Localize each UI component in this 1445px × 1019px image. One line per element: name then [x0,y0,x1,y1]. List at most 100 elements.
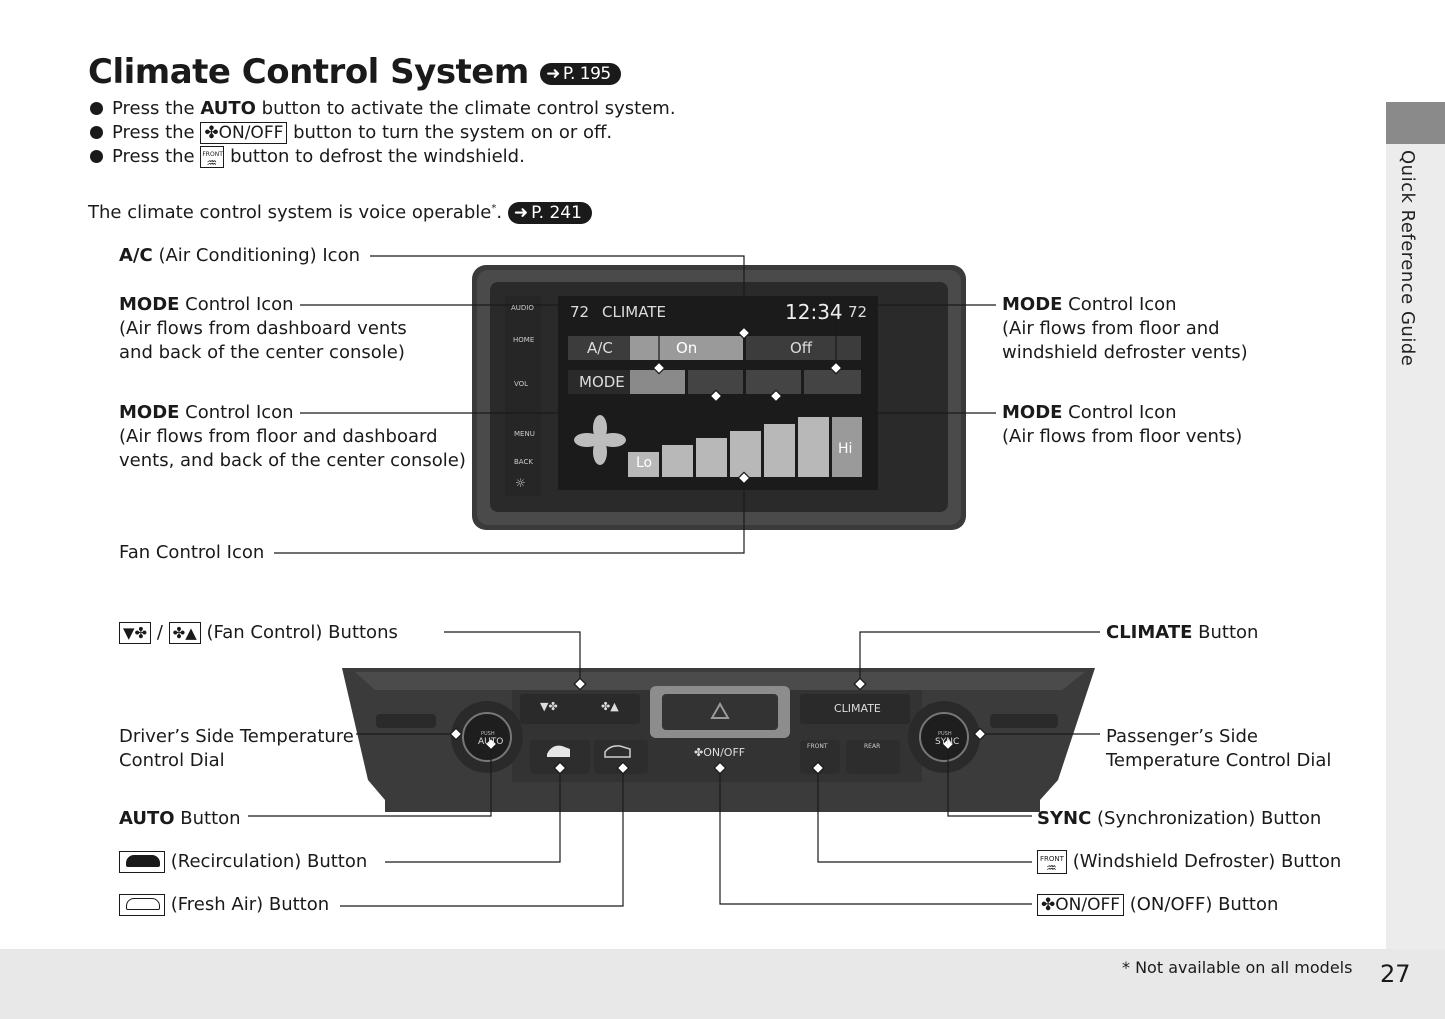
callout-bold: AUTO [119,808,175,829]
callout-bold: MODE [119,294,180,315]
page-reference[interactable]: ➜P. 195 [540,62,621,85]
callout-defroster-button: FRONT♒ (Windshield Defroster) Button [1037,850,1342,875]
key-label: ON/OFF [218,123,284,143]
callout-auto-button: AUTO Button [119,807,241,831]
callout-ac: A/C (Air Conditioning) Icon [119,244,360,268]
fan-icon: ✤ [1041,895,1056,915]
screen-ac-on[interactable]: On [676,339,698,357]
bullet-onoff: Press the ✤ON/OFF button to turn the sys… [90,121,612,145]
side-strip [1386,144,1445,949]
bullet-dot-icon [90,150,103,163]
callout-bold: MODE [1002,294,1063,315]
panel-climate-button[interactable]: CLIMATE [834,702,881,715]
defrost-icon: ♒ [1046,861,1057,875]
callout-text: Control Icon [1062,294,1177,315]
callout-text: Button [174,808,241,829]
screen-climate-title: CLIMATE [602,303,666,321]
mode-btn-4 [804,370,861,394]
callout-text: (Air Conditioning) Icon [152,245,360,266]
page-title: Climate Control System ➜P. 195 [88,52,621,92]
fresh-air-icon [119,894,165,916]
callout-text: Button [1192,622,1259,643]
callout-text: (Synchronization) Button [1091,808,1322,829]
bullet-dot-icon [90,102,103,115]
brightness-icon[interactable]: ☼ [515,476,526,490]
callout-bold: MODE [1002,402,1063,423]
bullet-text: button to turn the system on or off. [287,122,613,143]
callout-text: (Fresh Air) Button [170,894,330,915]
callout-bold: A/C [119,245,153,266]
fan-level-bar [628,417,862,477]
screen-back-button[interactable]: BACK [514,458,533,466]
title-text: Climate Control System [88,52,529,92]
screen-fan-icon [574,415,626,465]
callout-bold: CLIMATE [1106,622,1193,643]
screen-ac-off[interactable]: Off [790,339,813,357]
screen-audio-button[interactable]: AUDIO [511,304,534,312]
panel-fan-down-button[interactable]: ▼✤ [540,700,558,713]
sync-push-label: PUSH [938,731,952,737]
panel-rear-defrost-button[interactable]: REAR [864,743,881,750]
mode-label-cell [568,370,630,394]
callout-slash: / [156,622,163,643]
callout-mode-dash-line3: and back of the center console) [119,342,405,363]
screen-menu-button[interactable]: MENU [514,430,535,438]
auto-push-label: PUSH [481,731,495,737]
callout-mode-floor-defrost-line3: windshield defroster vents) [1002,342,1248,363]
callout-mode-dash: MODE Control Icon [119,293,294,317]
callout-fresh-air-button: (Fresh Air) Button [119,893,329,917]
bullet-text: Press the [112,122,201,143]
screen-ac-label: A/C [587,339,613,357]
page-reference-label: P. 195 [562,63,611,84]
onoff-key: ✤ON/OFF [200,122,288,144]
voice-line: The climate control system is voice oper… [88,197,592,225]
panel-onoff-label: ON/OFF [703,746,746,759]
voice-end: . [496,202,503,223]
voice-text: The climate control system is voice oper… [88,202,492,223]
callout-driver-dial: Driver’s Side Temperature [119,726,354,747]
callout-text: (Fan Control) Buttons [200,622,398,643]
side-tab [1386,102,1445,144]
ac-on-cell [630,336,743,360]
callout-mode-bilevel-line2: (Air flows from floor and dashboard [119,426,438,447]
callout-climate-button: CLIMATE Button [1106,621,1258,645]
arrow-right-icon: ➜ [513,203,529,223]
footnote: * Not available on all models [1122,958,1353,977]
callout-driver-dial-line2: Control Dial [119,750,225,771]
callout-fan-buttons: ▼✤ / ✤▲ (Fan Control) Buttons [119,621,398,645]
footnote-mark: * [491,203,497,214]
onoff-key: ✤ON/OFF [1037,894,1125,916]
panel-auto-button[interactable]: AUTO [478,737,504,747]
front-defrost-key: FRONT♒ [1037,850,1067,875]
callout-mode-floor: MODE Control Icon [1002,401,1177,425]
callout-mode-floor-defrost-line2: (Air flows from floor and [1002,318,1220,339]
recirculation-icon [119,851,165,873]
panel-onoff-button[interactable]: ✤ON/OFF [694,746,746,759]
callout-onoff-button: ✤ON/OFF (ON/OFF) Button [1037,893,1278,917]
key-label: ON/OFF [1055,895,1121,915]
fan-hi-label: Hi [838,441,853,457]
screen-temp-right: 72 [848,303,868,321]
callout-text: (Recirculation) Button [170,851,368,872]
page-number: 27 [1380,960,1411,988]
screen-clock: 12:34 [785,300,843,324]
panel-fan-up-button[interactable]: ✤▲ [601,700,619,713]
fan-lo-label: Lo [636,455,653,471]
panel-front-defrost-button[interactable]: FRONT [807,743,828,750]
callout-mode-bilevel: MODE Control Icon [119,401,294,425]
callout-text: Control Icon [1062,402,1177,423]
fan-up-key: ✤▲ [168,622,201,644]
screen-volume-button[interactable]: VOL [514,380,529,388]
ac-off-cell [746,336,861,360]
bullet-text: button to defrost the windshield. [224,146,525,167]
key-label: FRONT [202,151,223,158]
panel-sync-button[interactable]: SYNC [935,737,960,747]
page-reference[interactable]: ➜P. 241 [507,202,592,224]
bullet-text: Press the [112,98,201,119]
screen-home-button[interactable]: HOME [513,336,535,344]
fan-icon: ✤ [204,123,219,143]
bullet-defrost: Press the FRONT♒ button to defrost the w… [90,145,525,170]
callout-text: (Windshield Defroster) Button [1072,851,1342,872]
section-label: Quick Reference Guide [1397,150,1418,367]
